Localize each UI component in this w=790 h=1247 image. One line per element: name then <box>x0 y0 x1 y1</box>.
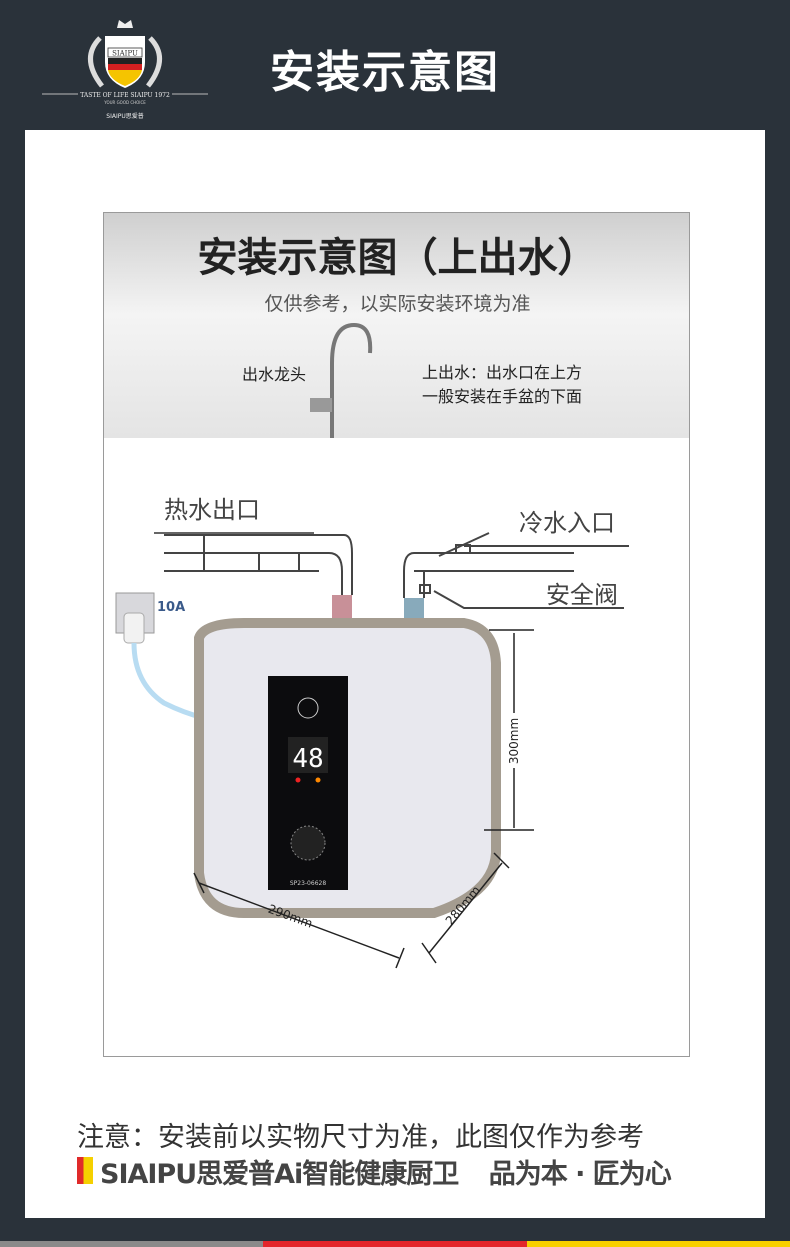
hot-outlet-label: 热水出口 <box>164 496 260 524</box>
brand-line: SIAIPU思爱普Ai智能健康厨卫 <box>100 1159 459 1190</box>
model-number: SP23-06628 <box>290 880 326 887</box>
svg-text:TASTE OF LIFE SIAIPU 1972: TASTE OF LIFE SIAIPU 1972 <box>80 92 170 99</box>
faucet-label: 出水龙头 <box>242 365 307 384</box>
safety-valve-label: 安全阀 <box>546 581 618 609</box>
diagram-title: 安装示意图（上出水） <box>197 235 598 281</box>
stripe-red <box>263 1241 527 1247</box>
svg-text:YOUR GOOD CHOICE: YOUR GOOD CHOICE <box>103 100 146 105</box>
diagram-illustration: 热水出口 冷水入口 安全阀 10A 48 SP23-06628 300mm 29… <box>115 322 629 969</box>
installation-diagram: 热水出口 冷水入口 安全阀 10A 48 SP23-06628 300mm 29… <box>103 212 690 1057</box>
diagram-subtitle: 仅供参考，以实际安装环境为准 <box>264 293 531 315</box>
brand-logo: SIAIPU TASTE OF LIFE SIAIPU 1972 YOUR GO… <box>40 8 210 123</box>
slogan: 品为本 · 匠为心 <box>488 1159 672 1190</box>
pipes <box>154 532 629 609</box>
top-outlet-line2: 一般安装在手盆的下面 <box>422 387 583 406</box>
svg-text:SIAIPU思爱普: SIAIPU思爱普 <box>106 112 143 120</box>
brand-mark-icon <box>77 1157 93 1184</box>
page-title: 安装示意图 <box>270 47 500 98</box>
brand-slogan-line: SIAIPU思爱普Ai智能健康厨卫 品为本 · 匠为心 <box>100 1152 672 1191</box>
cold-inlet-label: 冷水入口 <box>519 509 615 537</box>
top-outlet-note: 上出水：出水口在上方 一般安装在手盆的下面 <box>422 361 582 409</box>
top-outlet-line1: 上出水：出水口在上方 <box>422 363 583 382</box>
diagram-header-area <box>104 213 689 438</box>
installation-note: 注意：安装前以实物尺寸为准，此图仅作为参考 <box>77 1122 644 1153</box>
height-dimension: 300mm <box>507 718 521 764</box>
stripe-gray <box>0 1241 264 1247</box>
temperature-display: 48 <box>292 744 323 774</box>
socket-rating: 10A <box>157 600 185 615</box>
stripe-yellow <box>527 1241 790 1247</box>
svg-text:SIAIPU: SIAIPU <box>112 50 138 58</box>
faucet-icon <box>330 322 373 438</box>
